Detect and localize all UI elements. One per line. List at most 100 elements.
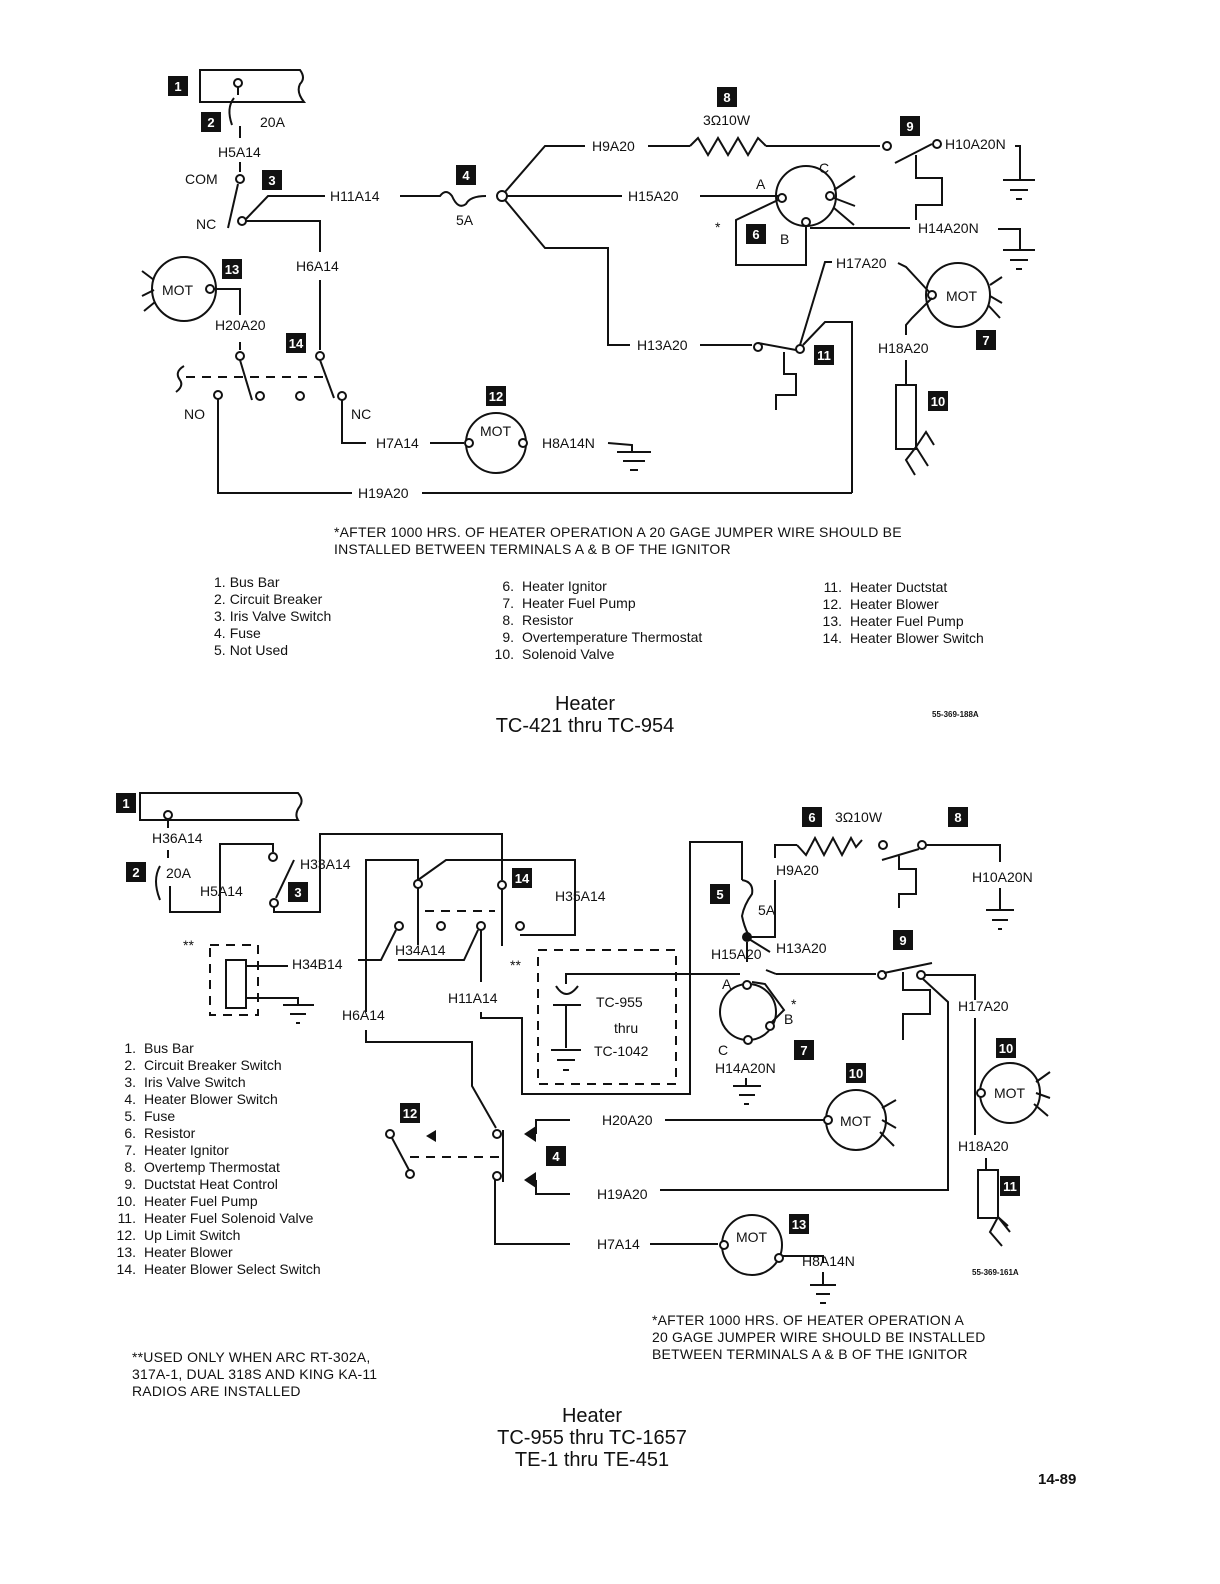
wire-label: H7A14: [597, 1236, 640, 1252]
legend-item: 10.Heater Fuel Pump: [116, 1193, 258, 1209]
legend-item: 11.Heater Ductstat: [823, 579, 948, 595]
motor-leads: [879, 1099, 897, 1147]
svg-text:8: 8: [954, 810, 961, 825]
badge-11: 11: [1000, 1176, 1020, 1196]
svg-text:5: 5: [716, 887, 723, 902]
optional-component-box: [209, 944, 259, 1016]
ignitor-icon: [719, 983, 777, 1041]
motor-icon: [925, 262, 991, 328]
legend-item: 11.Heater Fuel Solenoid Valve: [117, 1210, 314, 1226]
nc-label: NC: [351, 406, 371, 422]
resistor-icon: [689, 136, 767, 157]
legend-item: 3.Iris Valve Switch: [214, 608, 332, 624]
wire-label: H36A14: [152, 830, 203, 846]
motor-leads: [1033, 1071, 1051, 1117]
wire-label: H8A14N: [802, 1253, 855, 1269]
legend-column-1: 1.Bus Bar 2.Circuit Breaker 3.Iris Valve…: [214, 574, 331, 659]
terminal-b-label: B: [784, 1011, 793, 1027]
wire-label: H10A20N: [972, 869, 1033, 885]
svg-text:12: 12: [403, 1106, 417, 1121]
legend-item: 6.Heater Ignitor: [502, 578, 607, 594]
legend-item: 12.Heater Blower: [822, 596, 939, 612]
badge-6: 6: [802, 807, 822, 827]
jumper-asterisk: *: [791, 996, 797, 1012]
svg-text:14: 14: [289, 336, 304, 351]
ductstat-blade: [757, 342, 797, 351]
motor-label: MOT: [840, 1113, 872, 1129]
badge-10: 10: [996, 1038, 1016, 1058]
legend-item: 14.Heater Blower Select Switch: [116, 1261, 321, 1277]
solenoid-leads: [988, 1216, 1011, 1247]
legend-item: 1.Bus Bar: [124, 1040, 194, 1056]
legend-item: 7.Heater Ignitor: [124, 1142, 229, 1158]
badge-1: 1: [168, 76, 188, 96]
wire-label: H33A14: [300, 856, 351, 872]
drawing-code: 55-369-161A: [972, 1268, 1019, 1277]
legend-item: 4.Fuse: [214, 625, 261, 641]
badge-13: 13: [222, 259, 242, 279]
terminal-b-label: B: [780, 231, 789, 247]
svg-text:6: 6: [808, 810, 815, 825]
legend-item: 8.Resistor: [502, 612, 574, 628]
legend-item: 12.Up Limit Switch: [116, 1227, 241, 1243]
limit-switch-blade: [391, 1137, 410, 1171]
contact-arrow-icon: [524, 1126, 536, 1142]
diagram-2-title: Heater TC-955 thru TC-1657 TE-1 thru TE-…: [497, 1405, 687, 1471]
double-asterisk: **: [510, 957, 521, 973]
motor-leads: [141, 270, 156, 312]
motor-leads: [987, 276, 1003, 319]
jumper-note: *AFTER 1000 HRS. OF HEATER OPERATION A 2…: [334, 524, 902, 557]
motor-label: MOT: [946, 288, 978, 304]
diagram-2: 1 H36A14 2 20A H5A14 3 H33A14 14 H35A14 …: [116, 792, 1051, 1304]
wire-label: H15A20: [711, 946, 762, 962]
svg-text:7: 7: [800, 1043, 807, 1058]
svg-text:3: 3: [268, 173, 275, 188]
svg-text:13: 13: [225, 262, 239, 277]
wire-label: H15A20: [628, 188, 679, 204]
badge-8: 8: [948, 807, 968, 827]
switch-blade: [227, 183, 239, 229]
badge-6: 6: [746, 224, 766, 244]
wire-label: H17A20: [836, 255, 887, 271]
wire-label: H19A20: [597, 1186, 648, 1202]
wire-label: H6A14: [296, 258, 339, 274]
radio-note: **USED ONLY WHEN ARC RT-302A, 317A-1, DU…: [132, 1349, 378, 1399]
legend-column-3: 11.Heater Ductstat 12.Heater Blower 13.H…: [816, 579, 984, 647]
legend-item: 1.Bus Bar: [214, 574, 280, 590]
range-label: TC-1042: [594, 1043, 649, 1059]
diagram-1-title: Heater TC-421 thru TC-954: [495, 693, 675, 737]
double-asterisk: **: [183, 937, 194, 953]
svg-text:2: 2: [207, 115, 214, 130]
wire-label: H6A14: [342, 1007, 385, 1023]
motor-label: MOT: [480, 423, 512, 439]
svg-text:1: 1: [174, 79, 181, 94]
wire-label: H5A14: [200, 883, 243, 899]
switch-blade: [239, 359, 253, 401]
terminal-c-label: C: [718, 1042, 728, 1058]
badge-10: 10: [928, 391, 948, 411]
wire-label: H14A20N: [918, 220, 979, 236]
breaker-rating: 20A: [166, 865, 192, 881]
badge-2: 2: [126, 862, 146, 882]
resistor-rating: 3Ω10W: [835, 809, 883, 825]
switch-blade: [275, 859, 295, 899]
badge-9: 9: [900, 116, 920, 136]
legend-item: 4.Heater Blower Switch: [124, 1091, 278, 1107]
svg-text:11: 11: [817, 348, 831, 363]
badge-12: 12: [400, 1103, 420, 1123]
legend-diagram-2: 1.Bus Bar 2.Circuit Breaker Switch 3.Iri…: [110, 1040, 321, 1278]
legend-item: 9.Ductstat Heat Control: [124, 1176, 278, 1192]
terminal: [233, 78, 243, 88]
legend-item: 2.Circuit Breaker: [214, 591, 323, 607]
badge-9: 9: [893, 930, 913, 950]
fuse-rating: 5A: [456, 212, 474, 228]
legend-item: 3.Iris Valve Switch: [124, 1074, 246, 1090]
wire-label: H13A20: [776, 940, 827, 956]
badge-12: 12: [486, 386, 506, 406]
terminal-a-label: A: [722, 976, 732, 992]
page-number: 14-89: [1038, 1471, 1077, 1488]
wire-label: H9A20: [592, 138, 635, 154]
legend-item: 10.Solenoid Valve: [494, 646, 615, 662]
svg-text:3: 3: [294, 885, 301, 900]
badge-10b: 10: [846, 1063, 866, 1083]
